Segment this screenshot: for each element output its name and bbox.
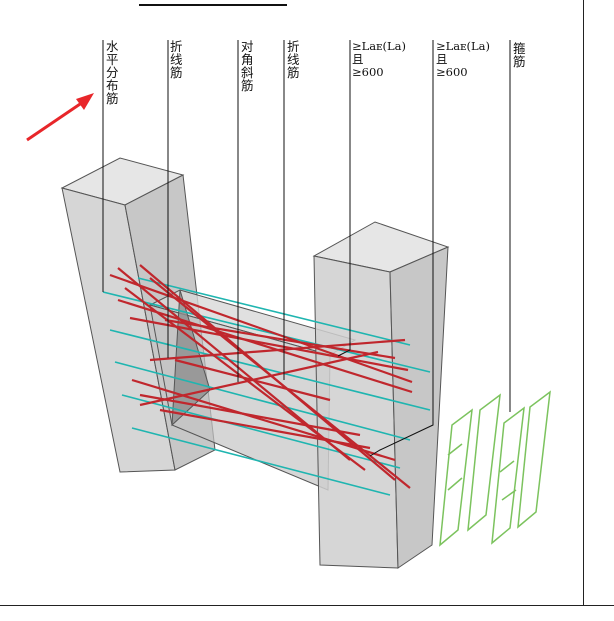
leader-lines xyxy=(102,40,511,457)
label-bent-rebar-2: 折线筋 xyxy=(287,39,300,80)
right-wall-front-face xyxy=(313,255,399,569)
label-anchorage-2: ≥Laᴇ(La) 且 ≥600 xyxy=(436,39,490,79)
label-bent-rebar-1: 折线筋 xyxy=(170,39,183,80)
label-anchorage-1: ≥Laᴇ(La) 且 ≥600 xyxy=(352,39,406,79)
page-border-right xyxy=(583,0,584,606)
horizontal-distribution-bars xyxy=(102,277,431,496)
label-horizontal-rebar: 水平分布筋 xyxy=(106,39,119,106)
leader-anchorage-2 xyxy=(369,40,434,457)
bent-and-diagonal-bars xyxy=(109,264,413,489)
right-wall-pier xyxy=(312,221,450,569)
page-border-bottom xyxy=(0,605,614,606)
red-pointer-arrow-icon xyxy=(26,93,94,142)
title-underline xyxy=(139,4,287,6)
stirrups xyxy=(439,390,551,547)
label-stirrup: 箍筋 xyxy=(513,41,526,69)
leader-anchorage-1 xyxy=(337,40,351,357)
label-diagonal-rebar: 对角斜筋 xyxy=(241,39,254,93)
